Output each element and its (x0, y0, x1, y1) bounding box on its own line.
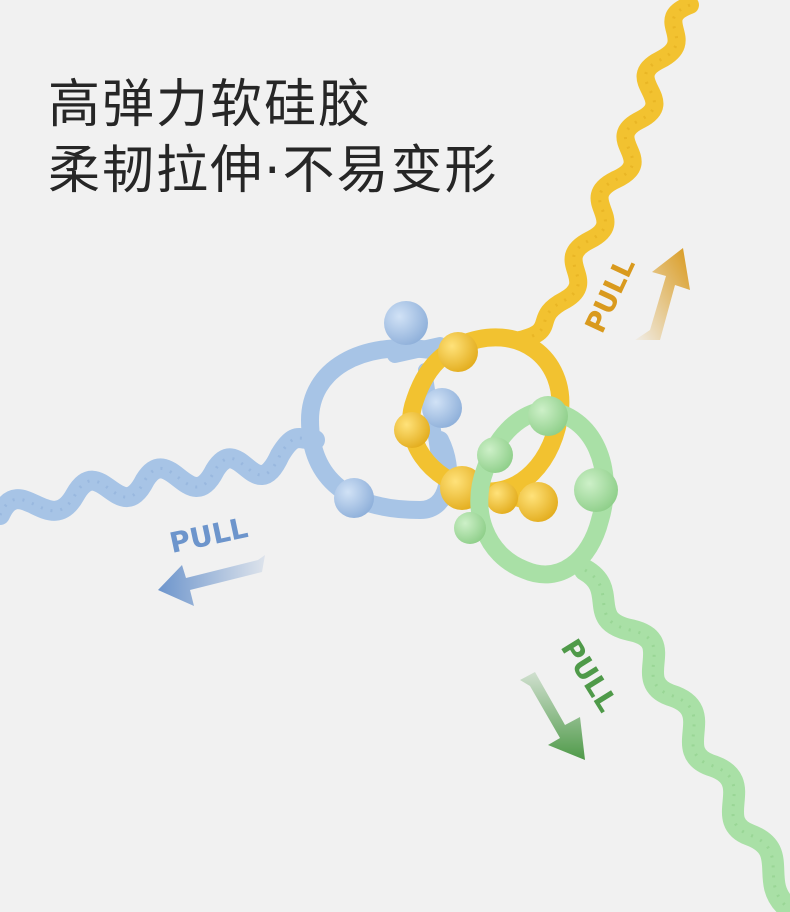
svg-text:PULL: PULL (554, 633, 624, 718)
arrow-left-icon (158, 555, 265, 606)
headline-line-2: 柔韧拉伸·不易变形 (48, 141, 499, 201)
headline-line-1: 高弹力软硅胶 (48, 75, 373, 135)
pull-label-yellow: PULL (578, 248, 690, 340)
arrow-down-icon (520, 672, 585, 760)
svg-text:PULL: PULL (167, 511, 251, 560)
pull-label-green: PULL (520, 633, 624, 760)
yellow-ring (394, 328, 570, 522)
pull-label-blue: PULL (158, 511, 265, 606)
green-coil-strap (574, 559, 790, 912)
arrow-up-right-icon (635, 248, 690, 340)
svg-text:PULL: PULL (578, 252, 641, 338)
blue-ring (300, 301, 462, 520)
blue-coil-strap (0, 428, 325, 525)
headline: 高弹力软硅胶 柔韧拉伸·不易变形 (48, 72, 499, 204)
green-ring (454, 396, 618, 584)
